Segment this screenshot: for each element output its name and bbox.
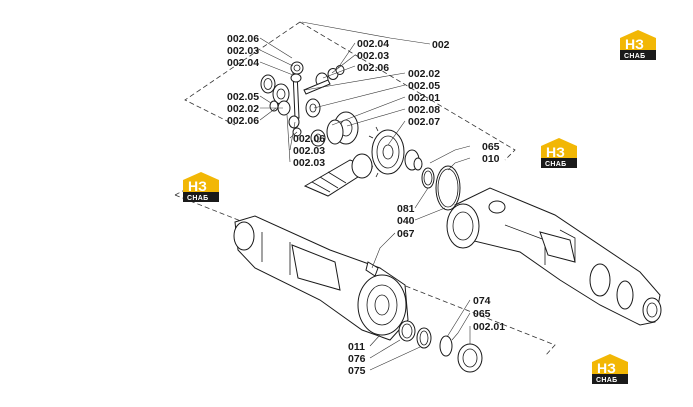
snap-rings: [421, 165, 461, 211]
part-labels: 002.06 002.03 002.04 002.04 002.03 002.0…: [227, 33, 505, 377]
logo-bottom-text: СНАБ: [596, 377, 617, 384]
label-002-06-d: 002.06: [293, 133, 325, 145]
right-axle-housing: [446, 187, 662, 326]
label-065-b: 065: [473, 308, 491, 320]
label-002-06-b: 002.06: [357, 62, 389, 74]
logo-top-text: НЗ: [625, 36, 644, 52]
watermark-logo-bottom-right: НЗ СНАБ: [592, 354, 628, 384]
label-002-03-d: 002.03: [293, 157, 325, 169]
label-002-05-a: 002.05: [227, 91, 259, 103]
label-010: 010: [482, 153, 500, 165]
logo-bottom-text: СНАБ: [545, 161, 566, 168]
label-002-02-a: 002.02: [227, 103, 259, 115]
watermark-logo-left: НЗ СНАБ: [183, 172, 219, 202]
label-065-a: 065: [482, 141, 500, 153]
label-081: 081: [397, 203, 415, 215]
seal-bearing-group: [398, 320, 483, 373]
watermark-logo-middle-right: НЗ СНАБ: [541, 138, 577, 168]
label-002-06-c: 002.06: [227, 115, 259, 127]
label-002-08: 002.08: [408, 104, 440, 116]
label-002-04-a: 002.04: [227, 57, 259, 69]
leader-lines: [259, 21, 471, 371]
label-002-06-a: 002.06: [227, 33, 259, 45]
label-002-02-b: 002.02: [408, 68, 440, 80]
label-074: 074: [473, 295, 491, 307]
label-002-04-b: 002.04: [357, 38, 389, 50]
label-002-03-a: 002.03: [227, 45, 259, 57]
label-075: 075: [348, 365, 366, 377]
label-002-03-c: 002.03: [293, 145, 325, 157]
label-076: 076: [348, 353, 366, 365]
left-axle-housing: [233, 215, 409, 341]
label-002-01-a: 002.01: [408, 92, 440, 104]
label-040: 040: [397, 215, 415, 227]
logo-top-text: НЗ: [546, 144, 565, 160]
label-067: 067: [397, 228, 415, 240]
label-002-07: 002.07: [408, 116, 440, 128]
label-011: 011: [348, 341, 365, 353]
logo-top-text: НЗ: [597, 360, 616, 376]
watermark-logo-top-right: НЗ СНАБ: [620, 30, 656, 60]
logo-bottom-text: СНАБ: [624, 53, 645, 60]
logo-bottom-text: СНАБ: [187, 195, 208, 202]
label-002-03-b: 002.03: [357, 50, 389, 62]
differential-gear-cluster: [260, 61, 423, 197]
label-002-01-b: 002.01: [473, 321, 505, 333]
label-002: 002: [432, 39, 450, 51]
logo-top-text: НЗ: [188, 178, 207, 194]
label-002-05-b: 002.05: [408, 80, 440, 92]
